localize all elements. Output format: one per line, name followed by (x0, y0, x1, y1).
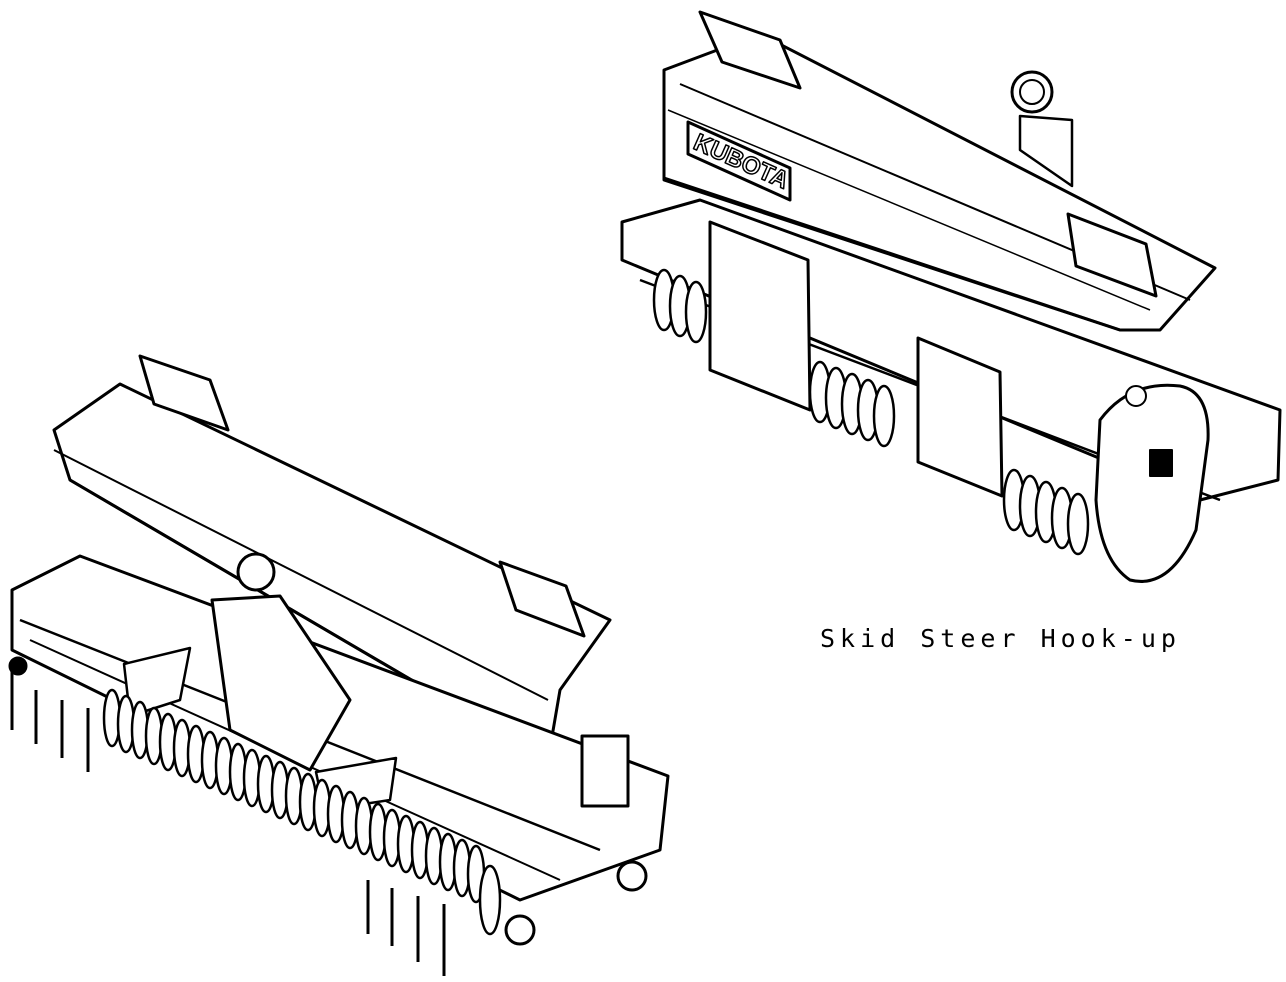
callout-lines-right (366, 880, 446, 976)
seeder-rear-view: KUBOTA (620, 10, 1282, 583)
light-right-icon (1066, 212, 1158, 298)
three-point-hitch (122, 552, 398, 812)
gauge-bracket (1010, 70, 1074, 188)
seeder-front-view (8, 354, 670, 976)
roller-discs (102, 688, 502, 936)
diagram-caption: Skid Steer Hook-up (820, 624, 1181, 653)
hitch-plate-left (708, 220, 812, 412)
gearbox (580, 734, 630, 808)
light-right-icon (498, 560, 586, 638)
light-left-icon (138, 354, 230, 432)
drive-cover (1094, 383, 1210, 583)
hitch-plate-right (916, 336, 1004, 498)
callout-lines-left (8, 656, 90, 772)
roller-group-rear (652, 268, 1090, 556)
